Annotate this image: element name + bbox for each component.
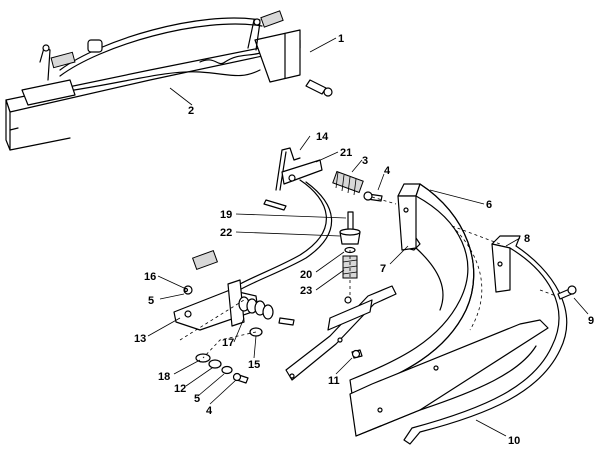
callout-7: 7 [380,263,386,275]
callout-13: 13 [134,333,146,345]
callout-22: 22 [220,227,232,239]
long-lower-shield-10 [349,225,568,445]
callout-15: 15 [248,359,260,371]
spring-linkage-assembly [173,147,421,384]
callout-23: 23 [300,285,312,297]
callout-16: 16 [144,271,156,283]
callout-8: 8 [524,233,530,245]
callout-14: 14 [316,131,329,143]
left-spring [191,249,219,271]
callout-1: 1 [338,33,344,45]
callout-2: 2 [188,105,194,117]
callout-19: 19 [220,209,232,221]
callouts: 1 2 3 4 4 5 5 6 7 8 9 10 11 12 13 14 15 … [134,33,594,447]
compression-spring [332,170,364,196]
top-left-spring [50,51,76,69]
top-right-spring [260,10,284,28]
top-left-knob [87,39,103,53]
bolt-9 [557,285,577,300]
callout-4-lower: 4 [206,405,213,417]
callout-12: 12 [174,383,186,395]
top-wire-upper [59,17,261,71]
linkage-wire [214,179,327,301]
mounting-plate [285,285,397,381]
callout-20: 20 [300,269,312,281]
washer-15 [249,327,263,337]
callout-3: 3 [362,155,368,167]
top-right-bracket [254,29,301,83]
top-spring-wire [199,49,271,65]
top-left-bracket [21,79,76,106]
callout-5-lower: 5 [194,393,200,405]
callout-21: 21 [340,147,352,159]
callout-11: 11 [328,375,340,387]
leader-lines [147,37,589,437]
callout-10: 10 [508,435,520,447]
top-assembly [5,10,333,151]
callout-6: 6 [486,199,492,211]
callout-18: 18 [158,371,170,383]
callout-9: 9 [588,315,594,327]
callout-17: 17 [222,337,234,349]
lower-washer-chain [195,353,249,384]
callout-4-upper: 4 [384,165,391,177]
top-wire-lower [39,69,261,96]
hook-clip [275,147,301,191]
washer-stack [238,296,274,320]
callout-5-upper: 5 [148,295,154,307]
top-bolt [305,79,327,95]
upper-bracket [281,159,323,185]
